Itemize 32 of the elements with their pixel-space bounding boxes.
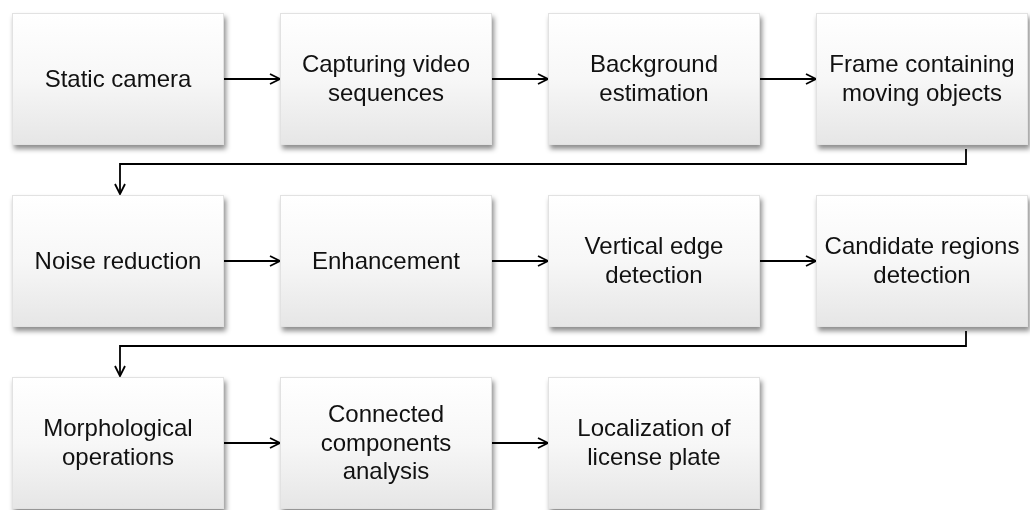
process-box xyxy=(548,13,760,145)
process-box xyxy=(280,195,492,327)
process-box xyxy=(548,195,760,327)
arrow xyxy=(114,148,967,195)
process-box xyxy=(12,377,224,509)
arrow xyxy=(491,437,549,449)
step-label: Morphological operations xyxy=(42,414,194,472)
arrow xyxy=(491,255,549,267)
arrow xyxy=(491,73,549,85)
step-label: Enhancement xyxy=(311,246,461,276)
process-box xyxy=(816,13,1028,145)
step-label: Capturing video sequences xyxy=(300,50,472,108)
arrow xyxy=(223,73,281,85)
arrow xyxy=(114,330,967,377)
process-box xyxy=(280,13,492,145)
arrow xyxy=(759,255,817,267)
step-label: Frame containing moving objects xyxy=(828,50,1016,108)
arrow xyxy=(223,437,281,449)
step-label: Vertical edge detection xyxy=(583,232,725,290)
arrow xyxy=(223,255,281,267)
step-label: Connected components analysis xyxy=(319,399,453,487)
step-label: Background estimation xyxy=(588,50,720,108)
process-box xyxy=(12,13,224,145)
step-label: Candidate regions detection xyxy=(823,232,1021,290)
step-label: Noise reduction xyxy=(34,246,202,276)
process-box xyxy=(816,195,1028,327)
arrow xyxy=(759,73,817,85)
step-label: Static camera xyxy=(44,64,192,94)
process-box xyxy=(12,195,224,327)
step-label: Localization of license plate xyxy=(576,414,732,472)
process-box xyxy=(280,377,492,509)
process-box xyxy=(548,377,760,509)
